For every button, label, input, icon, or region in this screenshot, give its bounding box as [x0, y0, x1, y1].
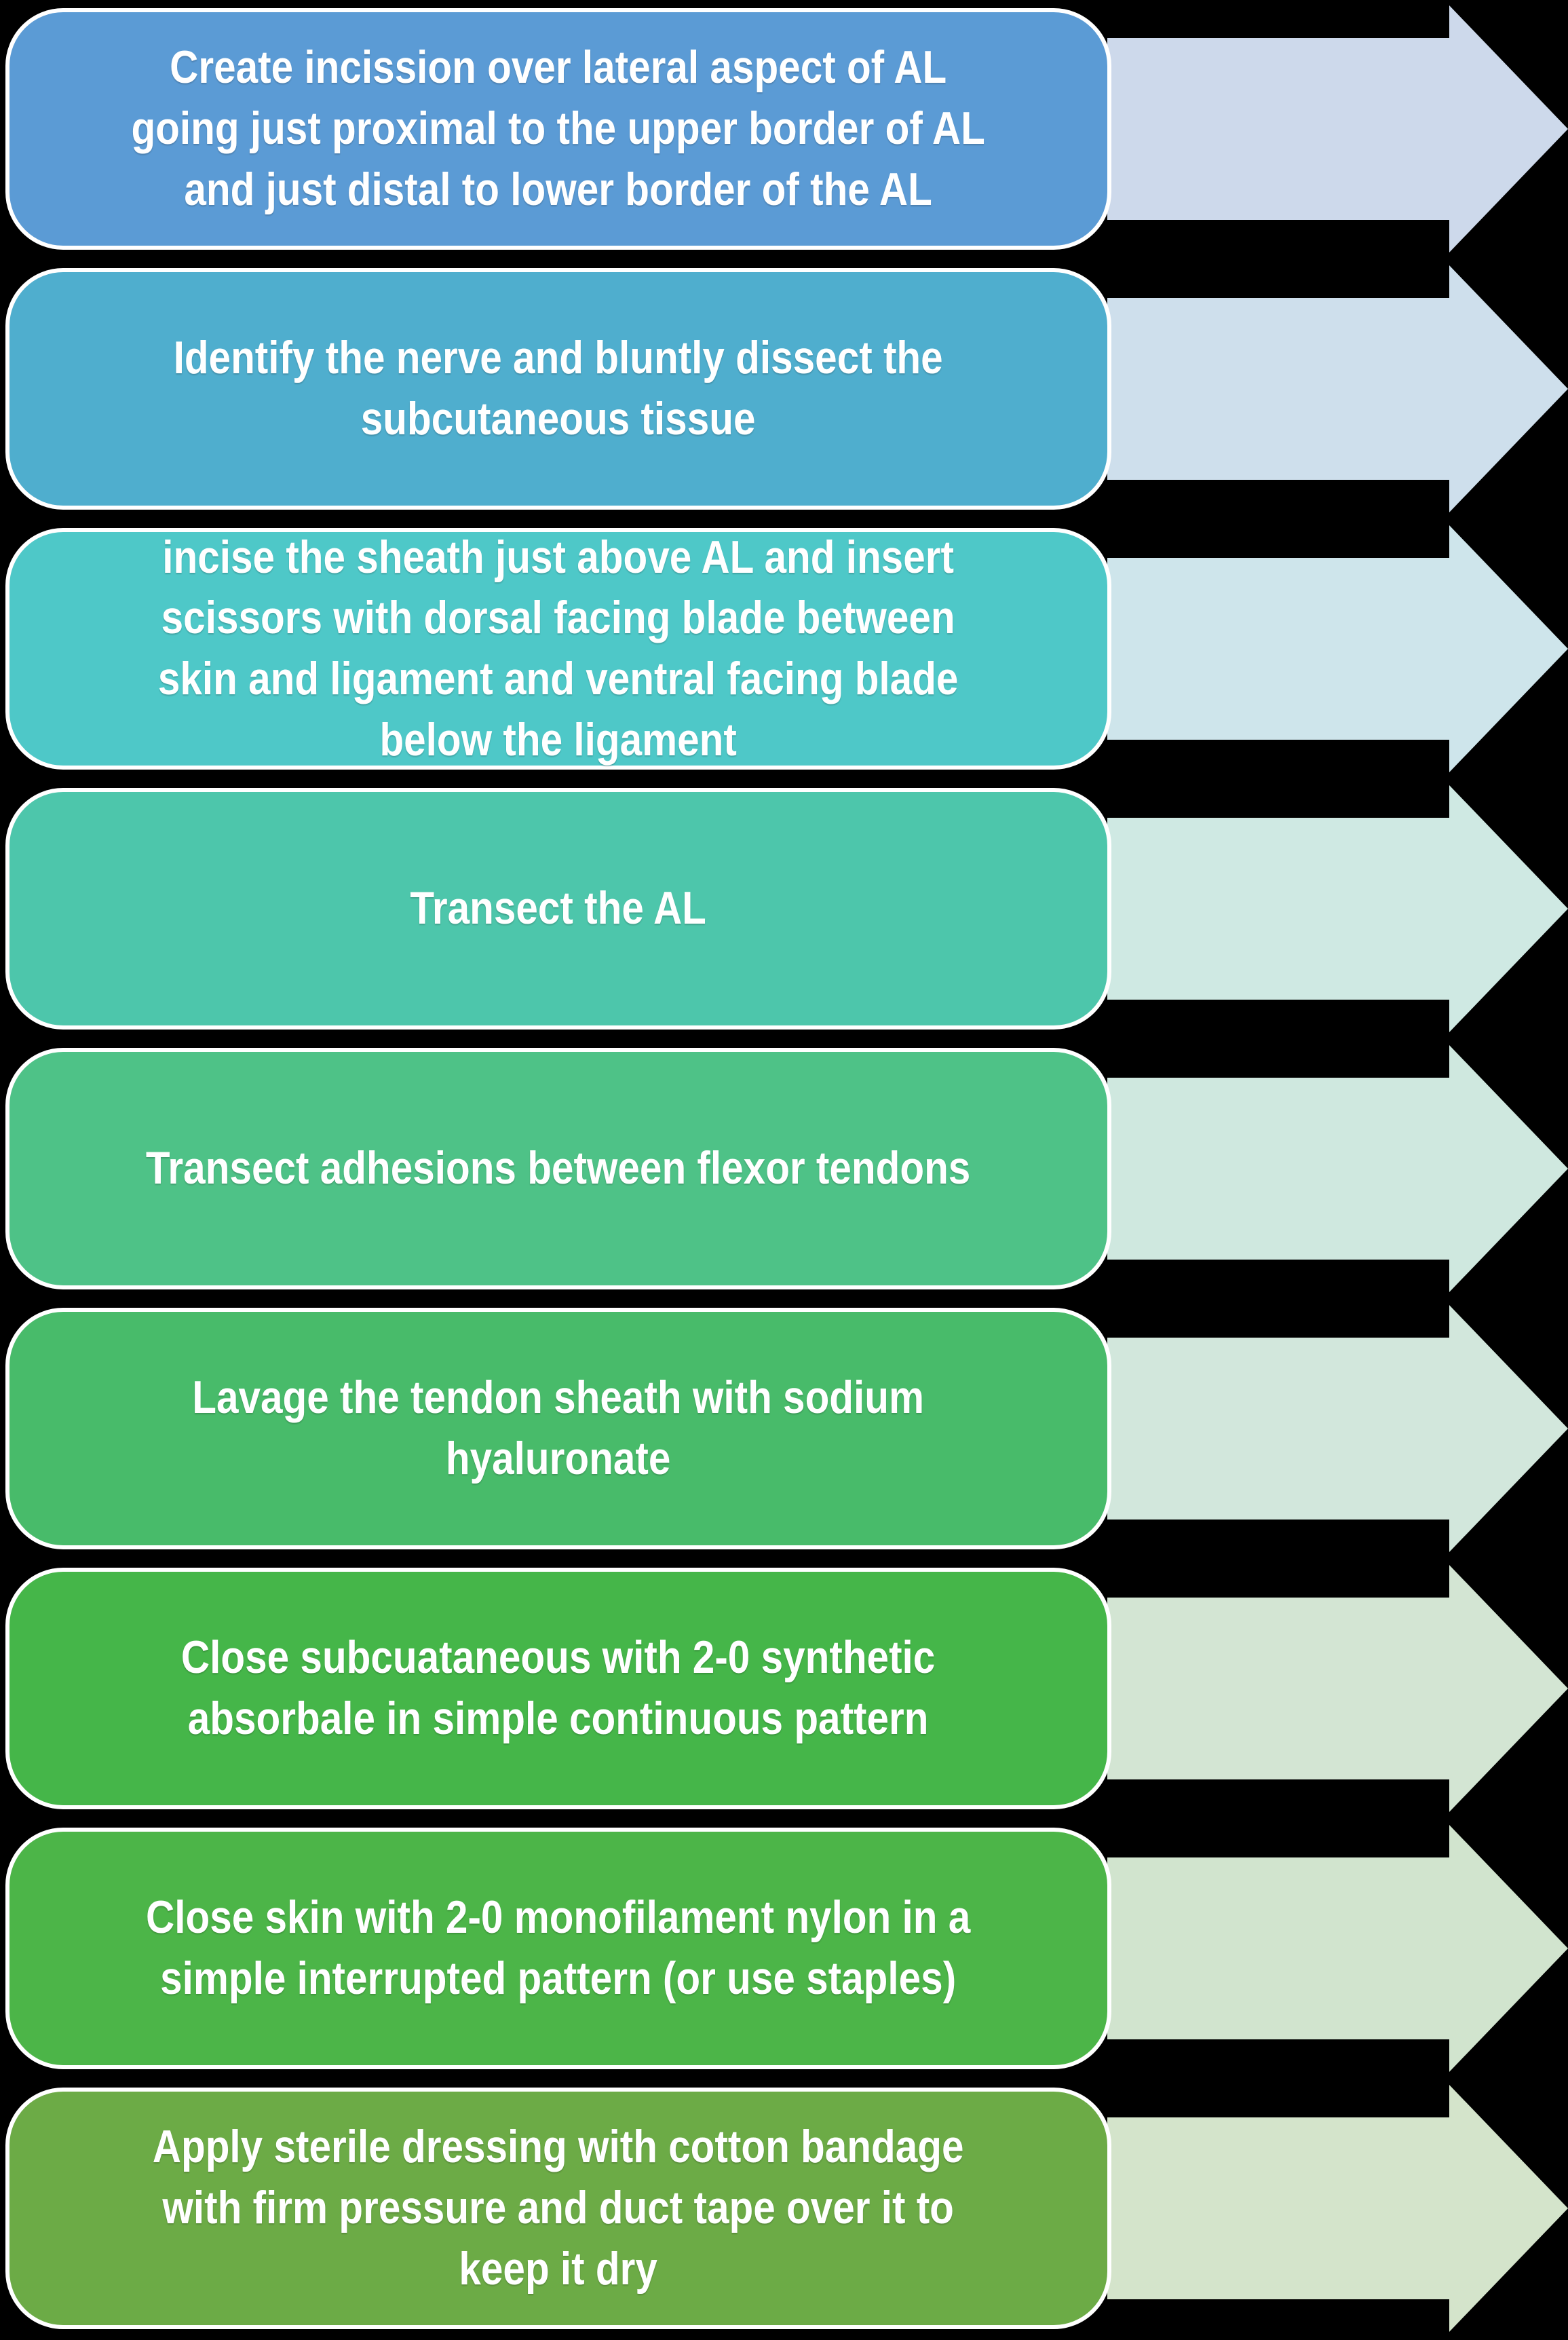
step-box: Transect adhesions between flexor tendon…	[5, 1048, 1111, 1289]
step-text: Close skin with 2-0 monofilament nylon i…	[146, 1891, 971, 2004]
step-row: incise the sheath just above AL and inse…	[0, 520, 1568, 780]
step-row: Close subcuataneous with 2-0 synthetic a…	[0, 1560, 1568, 1819]
step-box: Close subcuataneous with 2-0 synthetic a…	[5, 1568, 1111, 1809]
step-text: Lavage the tendon sheath with sodium hya…	[192, 1372, 925, 1484]
arrow-right-icon	[1107, 525, 1568, 772]
arrow-right-icon	[1107, 1565, 1568, 1812]
step-box: Create incission over lateral aspect of …	[5, 8, 1111, 250]
arrow-right-icon	[1107, 1825, 1568, 2072]
arrow-right-icon	[1107, 785, 1568, 1032]
step-row: Identify the nerve and bluntly dissect t…	[0, 260, 1568, 520]
step-text: Create incission over lateral aspect of …	[131, 41, 986, 215]
step-box: Apply sterile dressing with cotton banda…	[5, 2088, 1111, 2329]
step-text: Apply sterile dressing with cotton banda…	[153, 2121, 964, 2295]
step-box: Lavage the tendon sheath with sodium hya…	[5, 1308, 1111, 1549]
step-box: Identify the nerve and bluntly dissect t…	[5, 268, 1111, 510]
step-text: Identify the nerve and bluntly dissect t…	[173, 332, 944, 445]
step-text: Close subcuataneous with 2-0 synthetic a…	[181, 1631, 936, 1744]
arrow-right-icon	[1107, 2085, 1568, 2332]
step-box: Close skin with 2-0 monofilament nylon i…	[5, 1828, 1111, 2069]
step-text: Transect adhesions between flexor tendon…	[146, 1142, 971, 1194]
arrow-right-icon	[1107, 5, 1568, 252]
step-text: Transect the AL	[410, 882, 707, 935]
step-row: Transect adhesions between flexor tendon…	[0, 1040, 1568, 1300]
step-box: Transect the AL	[5, 788, 1111, 1030]
arrow-right-icon	[1107, 1045, 1568, 1292]
step-row: Apply sterile dressing with cotton banda…	[0, 2079, 1568, 2339]
arrow-right-icon	[1107, 1305, 1568, 1552]
step-row: Transect the AL	[0, 780, 1568, 1040]
step-text: incise the sheath just above AL and inse…	[158, 531, 959, 766]
step-row: Lavage the tendon sheath with sodium hya…	[0, 1300, 1568, 1560]
arrow-right-icon	[1107, 265, 1568, 512]
step-row: Create incission over lateral aspect of …	[0, 0, 1568, 260]
step-row: Close skin with 2-0 monofilament nylon i…	[0, 1819, 1568, 2079]
step-box: incise the sheath just above AL and inse…	[5, 528, 1111, 770]
